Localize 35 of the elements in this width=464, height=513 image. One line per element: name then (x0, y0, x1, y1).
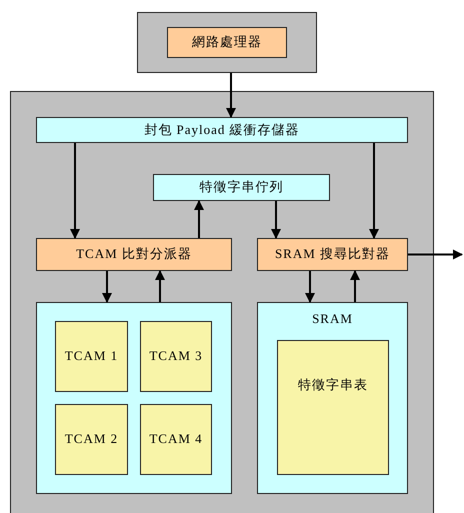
memory-box (55, 404, 128, 475)
node-label: TCAM 4 (149, 431, 203, 448)
processor-panel (137, 12, 317, 73)
arrow (70, 143, 80, 239)
node-label: SRAM 搜尋比對器 (274, 246, 390, 263)
memory-group-box (36, 302, 232, 494)
arrow (226, 73, 236, 118)
node-label: TCAM 2 (64, 431, 118, 448)
process-box (167, 27, 287, 58)
arrow (350, 270, 360, 302)
node-label: 特徵字串表 (298, 377, 368, 394)
system-panel (10, 91, 434, 513)
node-label: TCAM 3 (149, 348, 203, 365)
memory-box (140, 404, 212, 475)
node-label: 封包 Payload 緩衝存儲器 (144, 122, 300, 138)
buffer-bar (36, 117, 408, 143)
arrow (271, 201, 281, 239)
arrow (102, 271, 112, 303)
memory-box (140, 321, 212, 392)
node-label: 特徵字串佇列 (200, 179, 284, 196)
dispatcher-box (36, 238, 232, 271)
node-label: 網路處理器 (192, 34, 262, 51)
node-label: TCAM 1 (64, 348, 118, 365)
arrow (408, 250, 463, 260)
node-label: SRAM (312, 311, 353, 328)
node-label: TCAM 比對分派器 (76, 246, 192, 263)
matcher-box (257, 238, 408, 271)
arrow (194, 200, 204, 238)
memory-box (55, 321, 128, 392)
queue-bar (153, 174, 330, 201)
arrow (155, 270, 165, 302)
arrow (305, 271, 315, 303)
arrow (369, 143, 379, 239)
table-box (277, 340, 389, 475)
memory-group-box (257, 302, 408, 494)
